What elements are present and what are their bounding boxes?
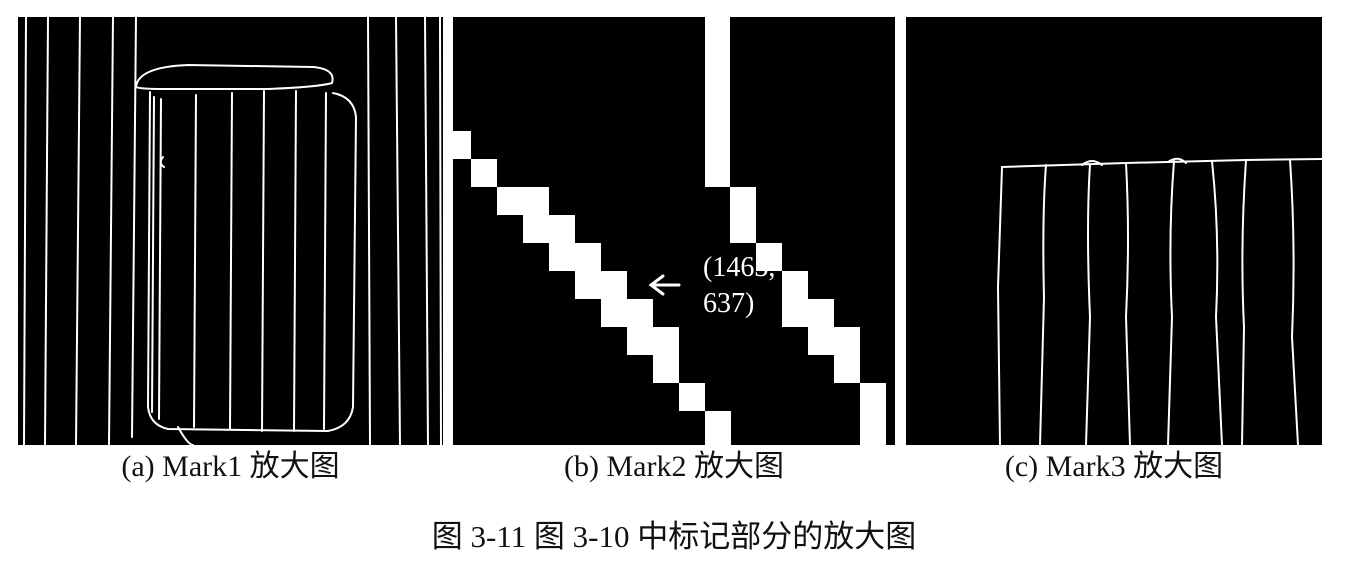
arrow-left-icon xyxy=(648,274,681,296)
coordinate-annotation-line2: 637) xyxy=(703,288,755,319)
mark1-edge-image xyxy=(23,17,442,445)
mark3-edge-image xyxy=(997,157,1322,445)
panel-mark3-image xyxy=(906,17,1322,445)
caption-mark2: (b) Mark2 放大图 xyxy=(564,450,784,483)
mark2-pixel-image xyxy=(453,17,886,445)
caption-mark1: (a) Mark1 放大图 xyxy=(121,450,340,483)
panel-mark2-image: (1463, 637) xyxy=(453,17,895,445)
caption-mark3: (c) Mark3 放大图 xyxy=(1004,450,1224,483)
coordinate-annotation-line1: (1463, xyxy=(703,252,776,283)
figure-caption: 图 3-11 图 3-10 中标记部分的放大图 xyxy=(431,519,917,554)
panel-mark1-image xyxy=(18,17,443,445)
